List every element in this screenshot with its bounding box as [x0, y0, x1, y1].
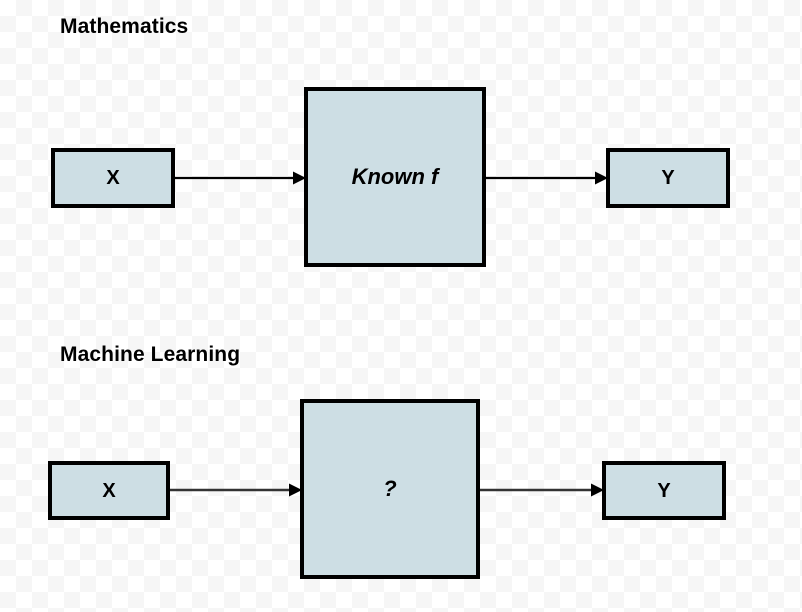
node-label: Y: [661, 167, 675, 189]
arrow-known-f-to-y: [486, 170, 608, 186]
section-heading-mathematics: Mathematics: [60, 15, 189, 38]
node-label: X: [106, 167, 120, 189]
node-label: ?: [383, 476, 397, 501]
node-input-x-machine-learning[interactable]: X: [48, 461, 170, 520]
node-label: Known f: [351, 164, 439, 189]
node-function-unknown[interactable]: ?: [300, 399, 480, 579]
arrow-x-to-known-f: [175, 170, 306, 186]
node-function-known-f[interactable]: Known f: [304, 87, 486, 267]
node-input-x-mathematics[interactable]: X: [51, 148, 175, 208]
arrow-unknown-f-to-y: [480, 482, 604, 498]
arrow-x-to-unknown-f: [170, 482, 302, 498]
node-label: X: [102, 479, 116, 502]
node-label: Y: [657, 479, 671, 502]
node-output-y-mathematics[interactable]: Y: [606, 148, 730, 208]
section-heading-machine-learning: Machine Learning: [60, 343, 241, 366]
node-output-y-machine-learning[interactable]: Y: [602, 461, 726, 520]
